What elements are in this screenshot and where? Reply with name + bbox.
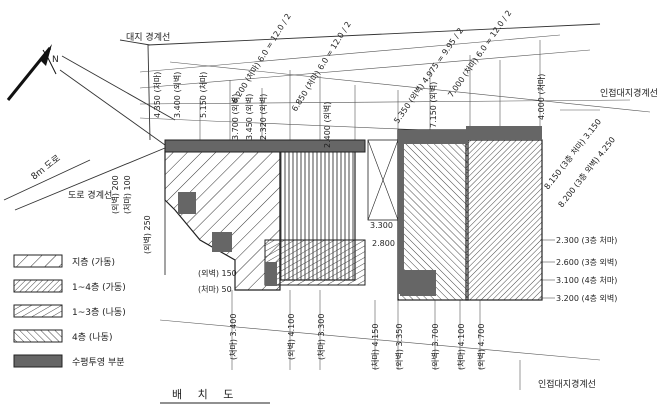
legend-label-1: 지층 (가동): [72, 257, 115, 268]
left-dim-3: (외벽) 250: [142, 215, 152, 254]
building-b-side-strip: [398, 144, 404, 294]
bottom-dim-6: (외벽) 3.700: [430, 324, 440, 370]
top-dim-8: 6.850 (처마) 6.0 = 12.0 / 2: [290, 20, 353, 113]
building-b: [397, 126, 543, 301]
right-dim-1: 2.300 (3층 처마): [556, 236, 617, 245]
road-lines: [3, 23, 601, 275]
building-b-eave-low: [400, 270, 436, 296]
building-a-top-band: [164, 139, 366, 153]
building-a-annex: [264, 239, 366, 286]
site-boundary-top-label: 대지 경계선: [126, 31, 170, 43]
legend-swatch-1: [13, 254, 63, 268]
top-dim-12: 7.150 (외벽): [428, 82, 438, 128]
legend-label-5: 수평투영 부분: [72, 357, 125, 368]
north-label: N: [52, 55, 59, 65]
top-dimension-leaders: [139, 34, 651, 140]
building-a: [164, 139, 366, 291]
building-b-floor-4: [465, 139, 543, 301]
adjacent-boundary-bottom-label: 인접대지경계선: [538, 378, 596, 390]
bottom-dim-3: (처마) 3.300: [317, 314, 326, 360]
legend: 지층 (가동) 1~4층 (가동) 1~3층 (나동) 4층 (나동) 수평투영…: [13, 254, 126, 368]
bottom-dim-5: (외벽) 3.350: [394, 324, 404, 370]
top-dim-15: 8.200 (3층 외벽) 4.250: [556, 135, 617, 210]
top-dim-3: 5.150 (처마): [199, 72, 208, 118]
top-dim-7: 2.320 (외벽): [258, 94, 268, 140]
legend-label-2: 1~4층 (가동): [72, 282, 126, 293]
adjacent-boundary-right-label: 인접대지경계선: [600, 87, 658, 99]
bottom-dimension-leaders: [159, 239, 601, 390]
gap-dim-2: 2.800: [372, 239, 395, 248]
drawing-title: 배 치 도: [172, 388, 239, 401]
legend-swatch-3: [13, 304, 63, 318]
top-dim-6: 3.450 (외벽): [244, 94, 254, 140]
building-a-eave-left: [178, 192, 196, 214]
left-dim-1: (외벽) 200: [110, 175, 120, 214]
building-b-eave-right: [466, 126, 542, 140]
legend-swatch-5: [13, 354, 63, 368]
road-label: 8m 도로: [30, 154, 63, 183]
top-dim-9: 2.400 (외벽): [322, 102, 332, 148]
right-dim-4: 3.200 (4층 외벽): [556, 293, 617, 303]
legend-label-4: 4층 (나동): [72, 332, 112, 343]
left-dim-5: (처마) 50: [198, 285, 232, 294]
bottom-dim-4: (처마) 4.150: [371, 324, 380, 370]
north-arrow-icon: [6, 44, 57, 101]
gap-box: [367, 139, 399, 221]
top-dim-1: 4.350 (처마): [153, 72, 162, 118]
gap-dim-1: 3.300: [370, 221, 393, 230]
right-dim-3: 3.100 (4층 처마): [556, 276, 617, 285]
top-dim-5: 3.700 (외벽): [230, 94, 240, 140]
top-dim-4: 6.200 (처마) 6.0 = 12.0 / 2: [230, 12, 293, 105]
top-dim-11: 7.000 (처마) 6.0 = 12.0 / 2: [446, 9, 513, 99]
bottom-dim-8: (외벽) 4.700: [476, 324, 486, 370]
top-dim-2: 3.400 (외벽): [172, 72, 182, 118]
legend-swatch-4: [13, 329, 63, 343]
road-boundary-label: 도로 경계선: [68, 189, 112, 201]
building-b-top-band: [398, 130, 468, 144]
right-dim-2: 2.600 (3층 외벽): [556, 257, 617, 267]
bottom-dim-1: (처마) 3.400: [229, 314, 238, 360]
left-dim-2: (처마) 100: [123, 175, 132, 214]
building-a-eave-mid: [212, 232, 232, 252]
building-a-eave-low: [265, 262, 277, 286]
bottom-dim-7: (처마) 4.100: [457, 324, 466, 370]
left-dim-4: (외벽) 150: [198, 268, 237, 278]
bottom-dim-2: (외벽) 4.100: [286, 314, 296, 360]
legend-label-3: 1~3층 (나동): [72, 307, 126, 318]
top-dim-13: 4.000 (처마): [537, 74, 546, 120]
legend-swatch-2: [13, 279, 63, 293]
